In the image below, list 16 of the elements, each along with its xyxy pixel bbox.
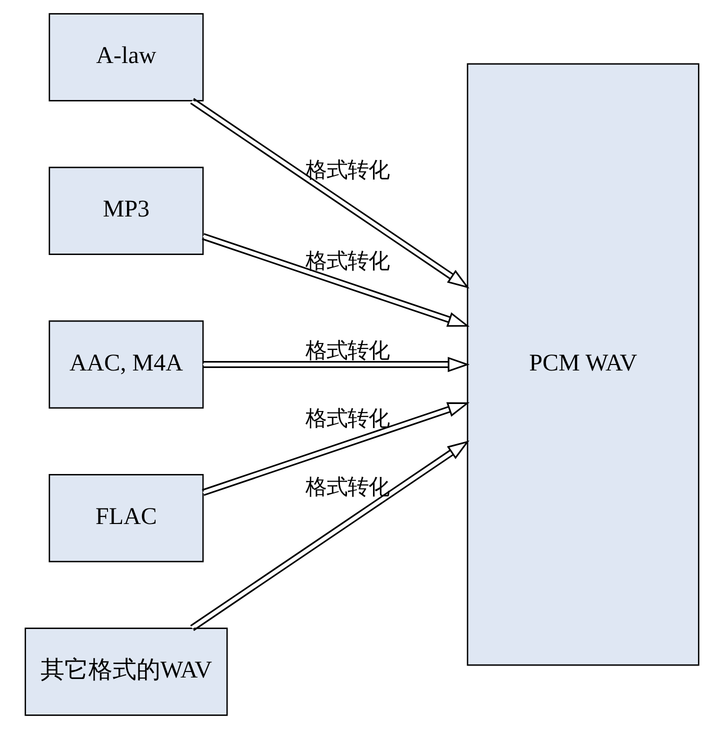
- arrow: [202, 233, 470, 327]
- node-box: AAC, M4A: [48, 320, 204, 409]
- arrow: [202, 402, 470, 496]
- node-box: MP3: [48, 166, 204, 255]
- node-box: PCM WAV: [466, 63, 700, 666]
- edge-label: 格式转化: [305, 158, 390, 184]
- edge-label: 格式转化: [305, 474, 390, 500]
- edge-label: 格式转化: [305, 338, 390, 364]
- edge-label: 格式转化: [305, 249, 390, 274]
- arrow: [203, 356, 470, 372]
- edge-label: 格式转化: [305, 406, 390, 432]
- node-box: A-law: [48, 13, 204, 102]
- node-box: 其它格式的WAV: [24, 628, 228, 716]
- arrow: [190, 98, 470, 288]
- node-box: FLAC: [48, 474, 204, 562]
- arrow: [190, 440, 470, 631]
